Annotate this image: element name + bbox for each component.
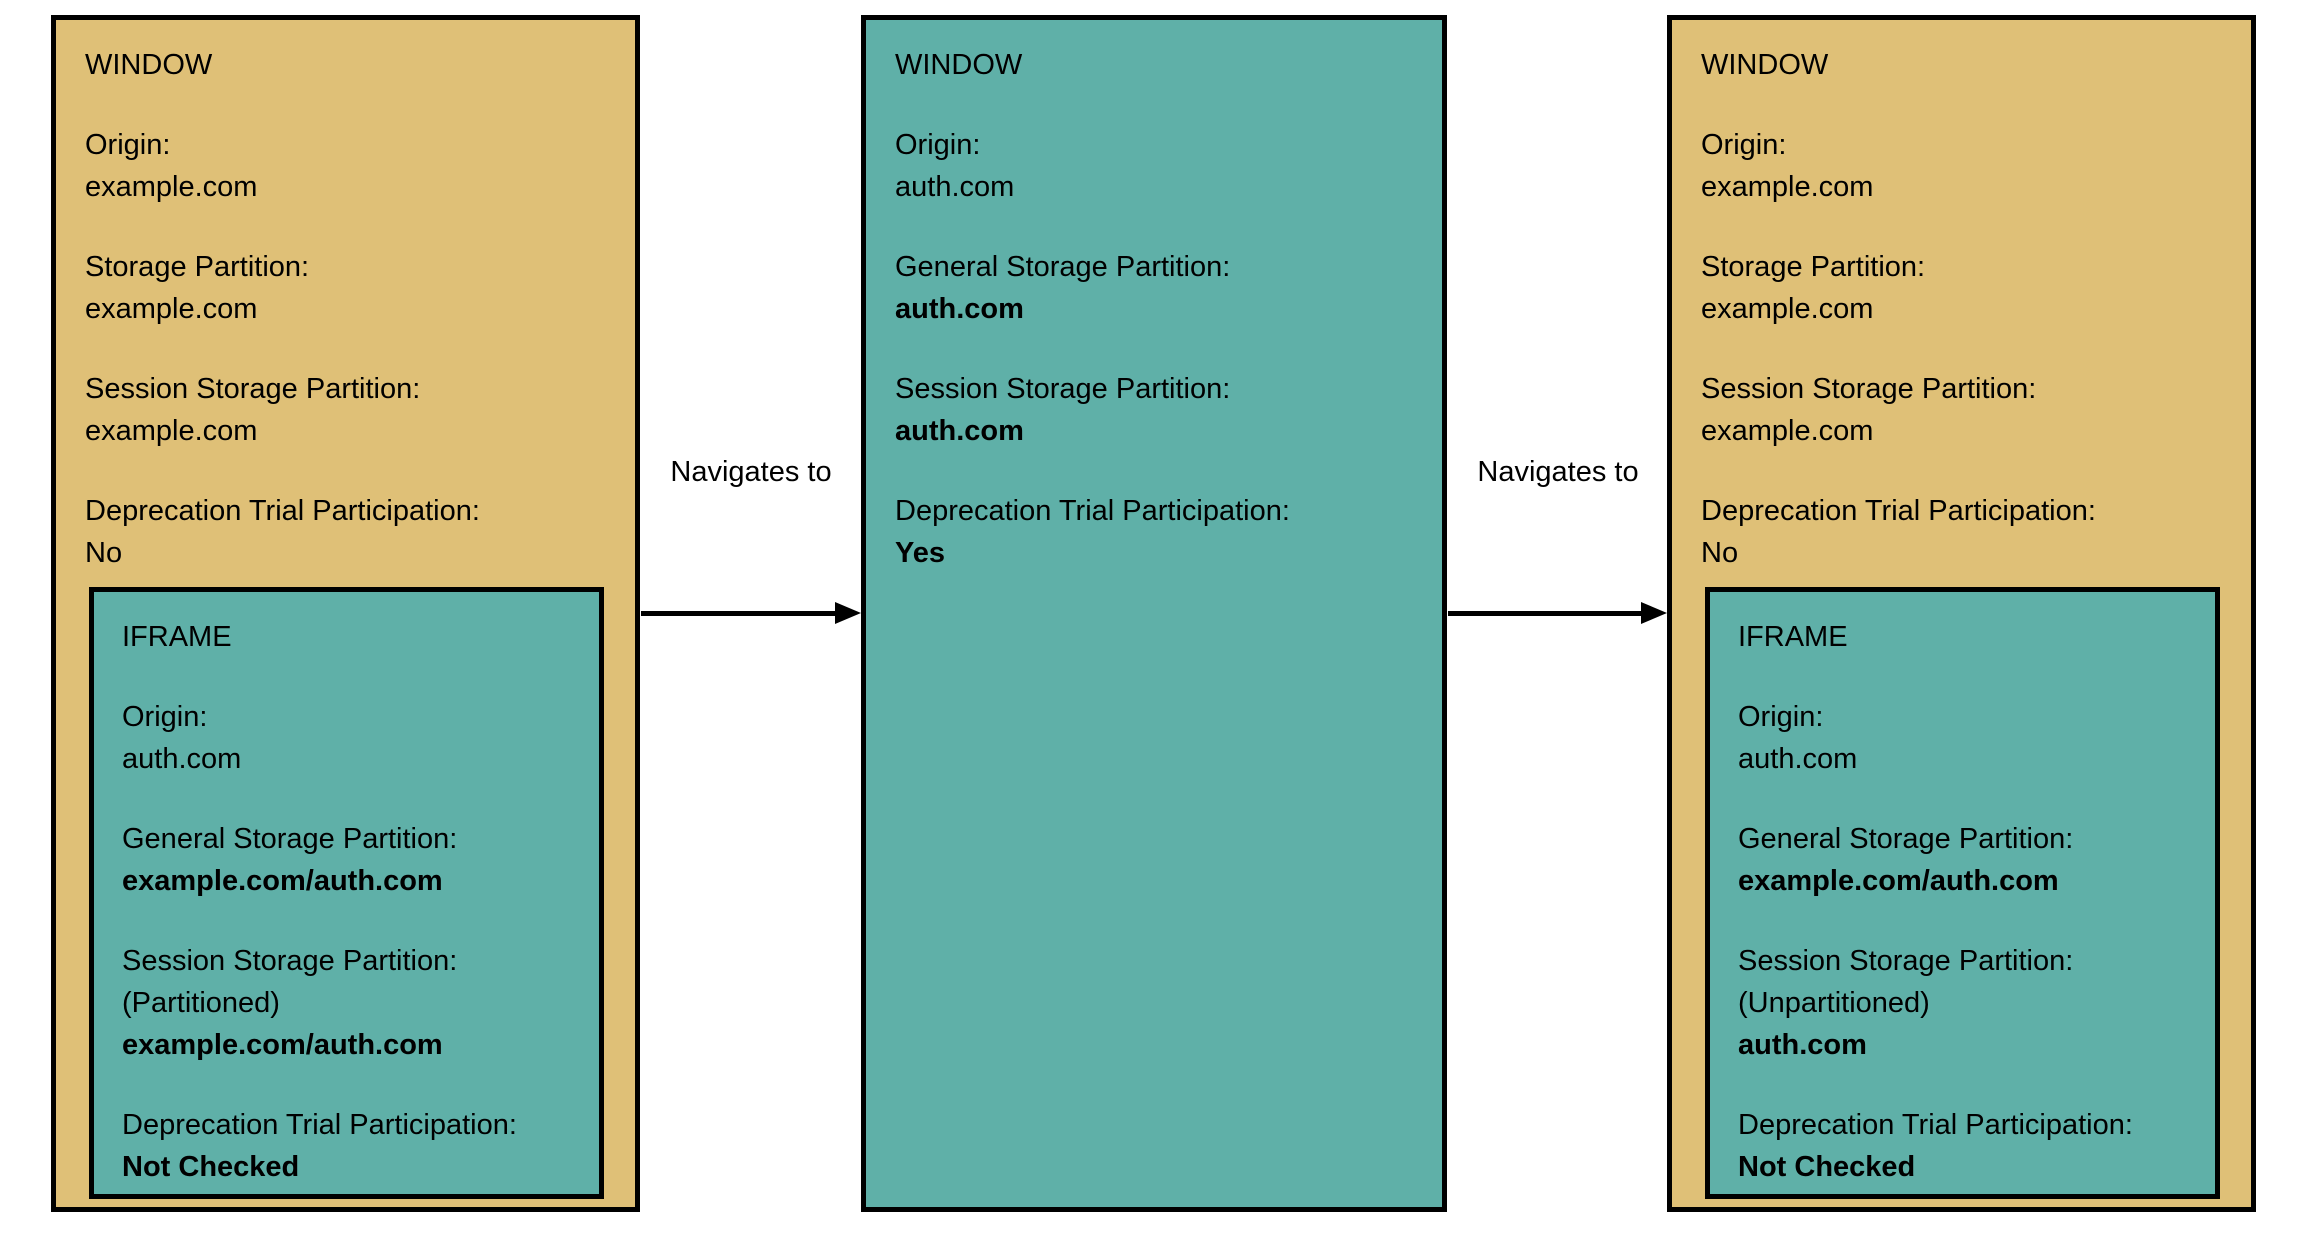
field-value: example.com/auth.com — [122, 1029, 443, 1061]
field-deprecation-trial-participation: Deprecation Trial Participation: Yes — [866, 490, 1442, 574]
iframe-field-deprecation-trial-participation: Deprecation Trial Participation: Not Che… — [94, 1104, 599, 1188]
field-value: example.com — [1701, 293, 1874, 325]
field-sublabel: (Unpartitioned) — [1738, 987, 1930, 1019]
panel-title: WINDOW — [85, 49, 213, 81]
field-storage-partition: Storage Partition: example.com — [1672, 246, 2251, 330]
field-label: Origin: — [1738, 701, 1824, 733]
field-label: General Storage Partition: — [122, 823, 458, 855]
field-label: General Storage Partition: — [895, 251, 1231, 283]
iframe-field-general-storage-partition: General Storage Partition: example.com/a… — [1710, 818, 2215, 902]
field-storage-partition: Storage Partition: example.com — [56, 246, 635, 330]
iframe-field-origin: Origin: auth.com — [1710, 696, 2215, 780]
arrow-head-icon — [835, 602, 861, 624]
arrow-1-label: Navigates to — [670, 456, 832, 488]
iframe-field-origin: Origin: auth.com — [94, 696, 599, 780]
iframe-field-deprecation-trial-participation: Deprecation Trial Participation: Not Che… — [1710, 1104, 2215, 1188]
field-general-storage-partition: General Storage Partition: auth.com — [866, 246, 1442, 330]
iframe-box-1: IFRAME Origin: auth.com General Storage … — [89, 587, 604, 1199]
arrow-shaft — [641, 611, 837, 616]
window-panel-1: WINDOW Origin: example.com Storage Parti… — [51, 15, 640, 1212]
field-label: Deprecation Trial Participation: — [895, 495, 1290, 527]
field-value: auth.com — [895, 171, 1015, 203]
field-value: example.com/auth.com — [122, 865, 443, 897]
field-value: example.com — [85, 415, 258, 447]
field-label: Deprecation Trial Participation: — [85, 495, 480, 527]
arrow-head-icon — [1641, 602, 1667, 624]
field-session-storage-partition: Session Storage Partition: auth.com — [866, 368, 1442, 452]
arrow-shaft — [1448, 611, 1643, 616]
field-label: Deprecation Trial Participation: — [1701, 495, 2096, 527]
arrow-2-label: Navigates to — [1477, 456, 1639, 488]
field-label: Origin: — [85, 129, 171, 161]
field-value: auth.com — [1738, 1029, 1867, 1061]
iframe-field-session-storage-partition: Session Storage Partition: (Unpartitione… — [1710, 940, 2215, 1066]
field-label: Session Storage Partition: — [1701, 373, 2037, 405]
field-value: example.com — [1701, 171, 1874, 203]
field-label: General Storage Partition: — [1738, 823, 2074, 855]
field-value: auth.com — [1738, 743, 1858, 775]
field-value: auth.com — [895, 293, 1024, 325]
field-value: example.com/auth.com — [1738, 865, 2059, 897]
iframe-title: IFRAME — [1738, 621, 1848, 653]
field-value: auth.com — [122, 743, 242, 775]
field-label: Storage Partition: — [1701, 251, 1926, 283]
field-label: Deprecation Trial Participation: — [1738, 1109, 2133, 1141]
field-label: Session Storage Partition: — [122, 945, 458, 977]
field-label: Origin: — [895, 129, 981, 161]
field-origin: Origin: example.com — [1672, 124, 2251, 208]
field-origin: Origin: auth.com — [866, 124, 1442, 208]
field-label: Session Storage Partition: — [1738, 945, 2074, 977]
field-origin: Origin: example.com — [56, 124, 635, 208]
field-value: No — [85, 537, 123, 569]
field-label: Session Storage Partition: — [895, 373, 1231, 405]
field-value: example.com — [85, 293, 258, 325]
field-session-storage-partition: Session Storage Partition: example.com — [1672, 368, 2251, 452]
field-value: Not Checked — [1738, 1151, 1916, 1183]
window-panel-2: WINDOW Origin: auth.com General Storage … — [861, 15, 1447, 1212]
field-value: auth.com — [895, 415, 1024, 447]
iframe-field-general-storage-partition: General Storage Partition: example.com/a… — [94, 818, 599, 902]
window-panel-3: WINDOW Origin: example.com Storage Parti… — [1667, 15, 2256, 1212]
field-label: Deprecation Trial Participation: — [122, 1109, 517, 1141]
field-label: Origin: — [1701, 129, 1787, 161]
field-label: Storage Partition: — [85, 251, 310, 283]
field-label: Origin: — [122, 701, 208, 733]
iframe-box-3: IFRAME Origin: auth.com General Storage … — [1705, 587, 2220, 1199]
field-value: Yes — [895, 537, 945, 569]
field-session-storage-partition: Session Storage Partition: example.com — [56, 368, 635, 452]
field-deprecation-trial-participation: Deprecation Trial Participation: No — [56, 490, 635, 574]
arrow-1 — [641, 598, 861, 628]
panel-title: WINDOW — [895, 49, 1023, 81]
panel-title: WINDOW — [1701, 49, 1829, 81]
field-sublabel: (Partitioned) — [122, 987, 280, 1019]
field-label: Session Storage Partition: — [85, 373, 421, 405]
field-deprecation-trial-participation: Deprecation Trial Participation: No — [1672, 490, 2251, 574]
field-value: No — [1701, 537, 1739, 569]
iframe-field-session-storage-partition: Session Storage Partition: (Partitioned)… — [94, 940, 599, 1066]
field-value: example.com — [85, 171, 258, 203]
field-value: Not Checked — [122, 1151, 300, 1183]
arrow-2 — [1448, 598, 1667, 628]
field-value: example.com — [1701, 415, 1874, 447]
iframe-title: IFRAME — [122, 621, 232, 653]
